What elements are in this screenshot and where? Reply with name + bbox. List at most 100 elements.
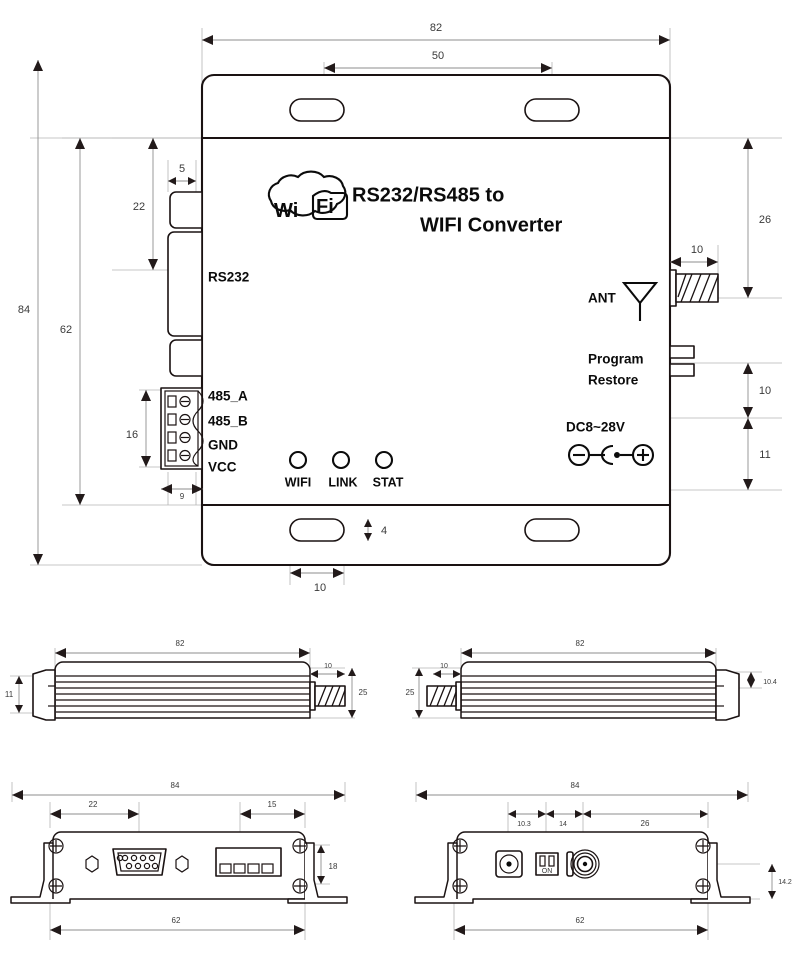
dim-left-body-height: 62 — [60, 138, 85, 505]
svg-text:25: 25 — [359, 688, 368, 697]
label-485-a: 485_A — [208, 389, 248, 404]
svg-text:82: 82 — [176, 639, 185, 648]
dim-side-left-ant-length: 10 — [310, 663, 345, 678]
dim-side-right-length: 82 — [461, 639, 716, 658]
label-ant: ANT — [588, 291, 616, 306]
side-left-db9-hood — [32, 669, 56, 721]
rear-dc-power-jack — [495, 850, 523, 878]
led-indicators: WIFI LINK STAT — [285, 450, 404, 489]
dim-standoff-width: 5 — [168, 163, 196, 185]
antenna-icon — [621, 281, 659, 321]
dim-side-left-height: 25 — [348, 668, 368, 718]
svg-text:82: 82 — [430, 22, 442, 34]
led-link-label: LINK — [328, 475, 357, 489]
dim-rear-switch-offset: 14 — [546, 810, 583, 828]
svg-text:11: 11 — [759, 449, 770, 461]
rear-dip-switch: ON — [535, 852, 559, 876]
side-left-heatsink-fins — [56, 675, 310, 713]
svg-text:62: 62 — [576, 916, 585, 925]
svg-text:9: 9 — [180, 492, 185, 501]
wifi-logo-text-left: Wi — [274, 200, 298, 222]
dim-side-left-connector-height: 11 — [5, 676, 23, 713]
dim-top-hole-spacing: 50 — [324, 50, 552, 73]
product-title-line-2: WIFI Converter — [420, 214, 562, 236]
dim-db9-offset: 22 — [133, 138, 158, 270]
dim-top-overall-width: 82 — [202, 22, 670, 45]
svg-text:10: 10 — [314, 582, 326, 594]
led-wifi-label: WIFI — [285, 475, 311, 489]
label-program: Program — [588, 352, 644, 367]
svg-text:18: 18 — [329, 862, 338, 871]
label-rs232: RS232 — [208, 270, 249, 285]
side-left-antenna-connector — [309, 681, 346, 711]
side-left-enclosure-body — [54, 661, 311, 719]
dim-front-terminal-offset: 15 — [240, 800, 305, 819]
rear-screw-top-left — [452, 838, 468, 854]
dim-slot-height: 4 — [364, 519, 387, 541]
rear-panel-chassis — [414, 831, 709, 904]
dim-side-left-length: 82 — [55, 639, 310, 658]
front-hex-standoff-left — [85, 855, 99, 873]
dim-left-overall-height: 84 — [18, 60, 43, 565]
dim-side-right-foot-height: 10.4 — [747, 672, 777, 688]
svg-text:15: 15 — [268, 800, 277, 809]
led-stat-label: STAT — [373, 475, 404, 489]
svg-text:62: 62 — [60, 324, 72, 336]
enclosure-top-outline — [200, 73, 672, 567]
svg-text:10: 10 — [691, 244, 703, 256]
front-screw-bottom-left — [48, 878, 64, 894]
dim-ant-offset: 26 — [743, 138, 771, 298]
svg-text:14: 14 — [559, 821, 567, 828]
terminal-block-485 — [160, 387, 204, 470]
rear-screw-bottom-right — [695, 878, 711, 894]
svg-text:5: 5 — [179, 163, 185, 175]
label-gnd: GND — [208, 438, 238, 453]
dim-front-mount-width: 62 — [50, 916, 305, 935]
svg-text:84: 84 — [571, 781, 580, 790]
svg-text:62: 62 — [172, 916, 181, 925]
mounting-slot-bottom-right — [524, 518, 580, 542]
front-view: 84 22 15 18 62 — [10, 781, 348, 940]
rear-screw-top-right — [695, 838, 711, 854]
dim-front-height: 18 — [317, 845, 338, 884]
dim-front-db9-offset: 22 — [50, 800, 139, 819]
led-link-icon — [331, 450, 351, 470]
wifi-logo-text-right: Fi — [316, 196, 334, 218]
svg-text:16: 16 — [126, 429, 138, 441]
db9-connector-body — [167, 231, 203, 337]
dim-side-right-height: 25 — [406, 668, 423, 718]
svg-text:10.3: 10.3 — [517, 821, 531, 828]
svg-text:10: 10 — [324, 663, 332, 670]
side-right-enclosure-body — [460, 661, 717, 719]
svg-text:10: 10 — [759, 385, 771, 397]
svg-text:82: 82 — [576, 639, 585, 648]
label-vcc: VCC — [208, 460, 237, 475]
svg-text:84: 84 — [18, 304, 30, 316]
product-title-line-1: RS232/RS485 to — [352, 184, 504, 206]
svg-text:10.4: 10.4 — [763, 679, 777, 686]
label-restore: Restore — [588, 373, 639, 388]
rear-sma-antenna-jack — [566, 849, 600, 879]
svg-text:11: 11 — [5, 690, 14, 699]
front-terminal-block — [215, 847, 282, 877]
dim-slot-width: 10 — [290, 568, 344, 594]
dim-rear-ant-offset: 26 — [583, 810, 708, 828]
front-db9-connector — [112, 848, 167, 876]
rear-screw-bottom-left — [452, 878, 468, 894]
dim-front-overall-width: 84 — [12, 781, 345, 800]
svg-text:22: 22 — [133, 201, 145, 213]
db9-standoff-upper — [169, 191, 203, 229]
svg-text:4: 4 — [381, 525, 387, 537]
led-wifi-icon — [288, 450, 308, 470]
dim-rear-jack-offset: 10.3 — [508, 810, 546, 828]
svg-text:25: 25 — [406, 688, 415, 697]
label-485-b: 485_B — [208, 414, 248, 429]
side-right-heatsink-fins — [461, 675, 716, 713]
restore-button — [669, 363, 695, 377]
dc-polarity-icon — [567, 443, 655, 467]
front-screw-top-right — [292, 838, 308, 854]
mounting-slot-top-left — [289, 98, 345, 122]
dim-terminal-width: 9 — [161, 484, 203, 501]
svg-text:26: 26 — [759, 214, 771, 226]
dim-terminal-height: 16 — [126, 390, 151, 467]
